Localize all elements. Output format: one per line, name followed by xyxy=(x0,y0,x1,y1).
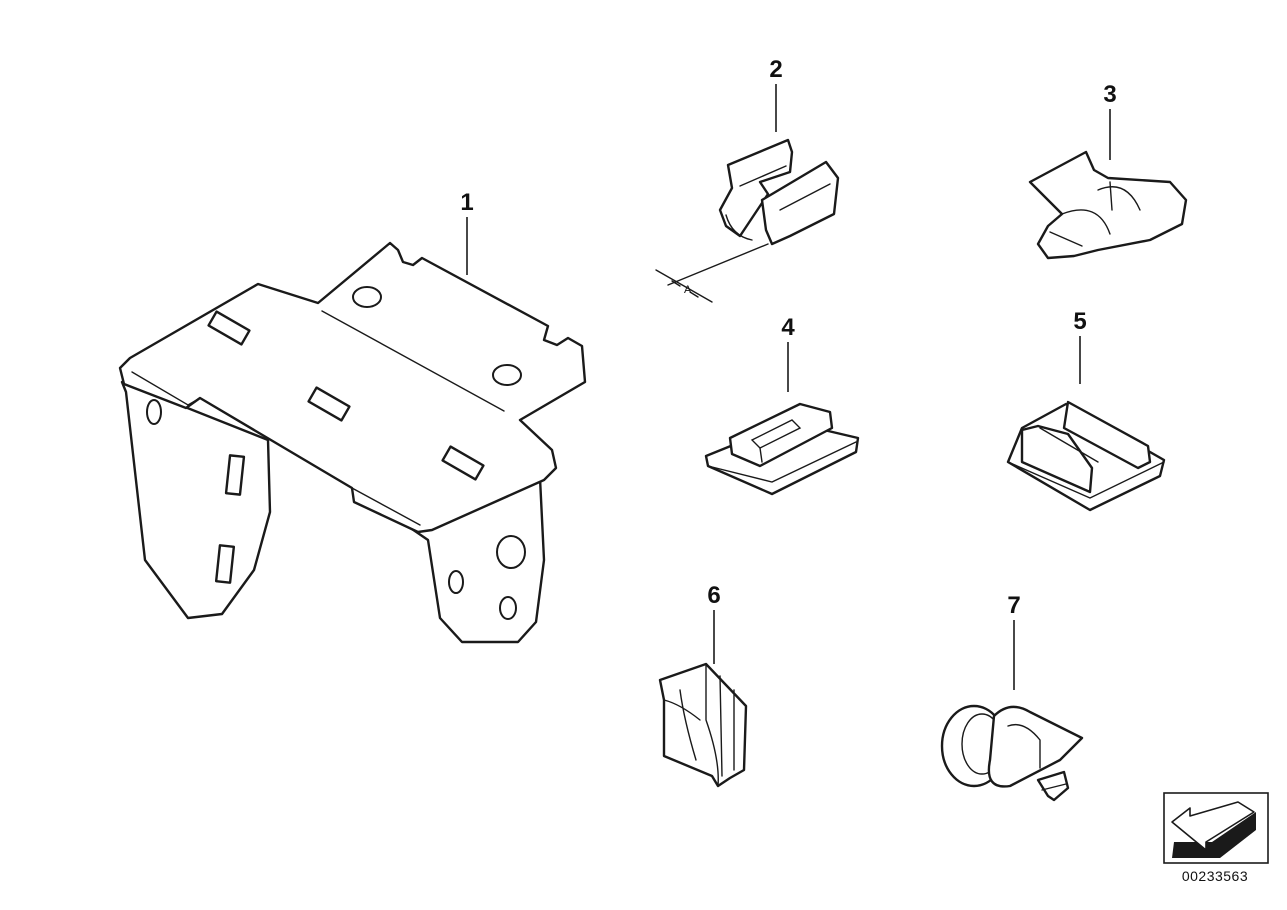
callout-6: 6 xyxy=(707,582,720,609)
dimension-label: A xyxy=(684,284,692,296)
callout-3: 3 xyxy=(1103,81,1116,108)
callout-7: 7 xyxy=(1007,592,1020,619)
callout-4: 4 xyxy=(781,314,795,341)
callout-1: 1 xyxy=(460,189,473,216)
clip-part-3[interactable] xyxy=(1028,150,1188,260)
callout-5: 5 xyxy=(1073,308,1086,335)
clip-part-7[interactable] xyxy=(940,704,1084,802)
diagram-id: 00233563 xyxy=(1181,868,1249,884)
bracket-part-1[interactable] xyxy=(118,241,587,644)
direction-arrow-icon xyxy=(1163,792,1269,864)
holder-part-5[interactable] xyxy=(1006,400,1166,512)
clip-part-6[interactable] xyxy=(658,662,748,788)
holder-part-4[interactable] xyxy=(704,402,860,496)
dimension-marker: A xyxy=(655,243,769,303)
clip-part-2[interactable] xyxy=(718,138,840,246)
callout-2: 2 xyxy=(769,56,782,83)
